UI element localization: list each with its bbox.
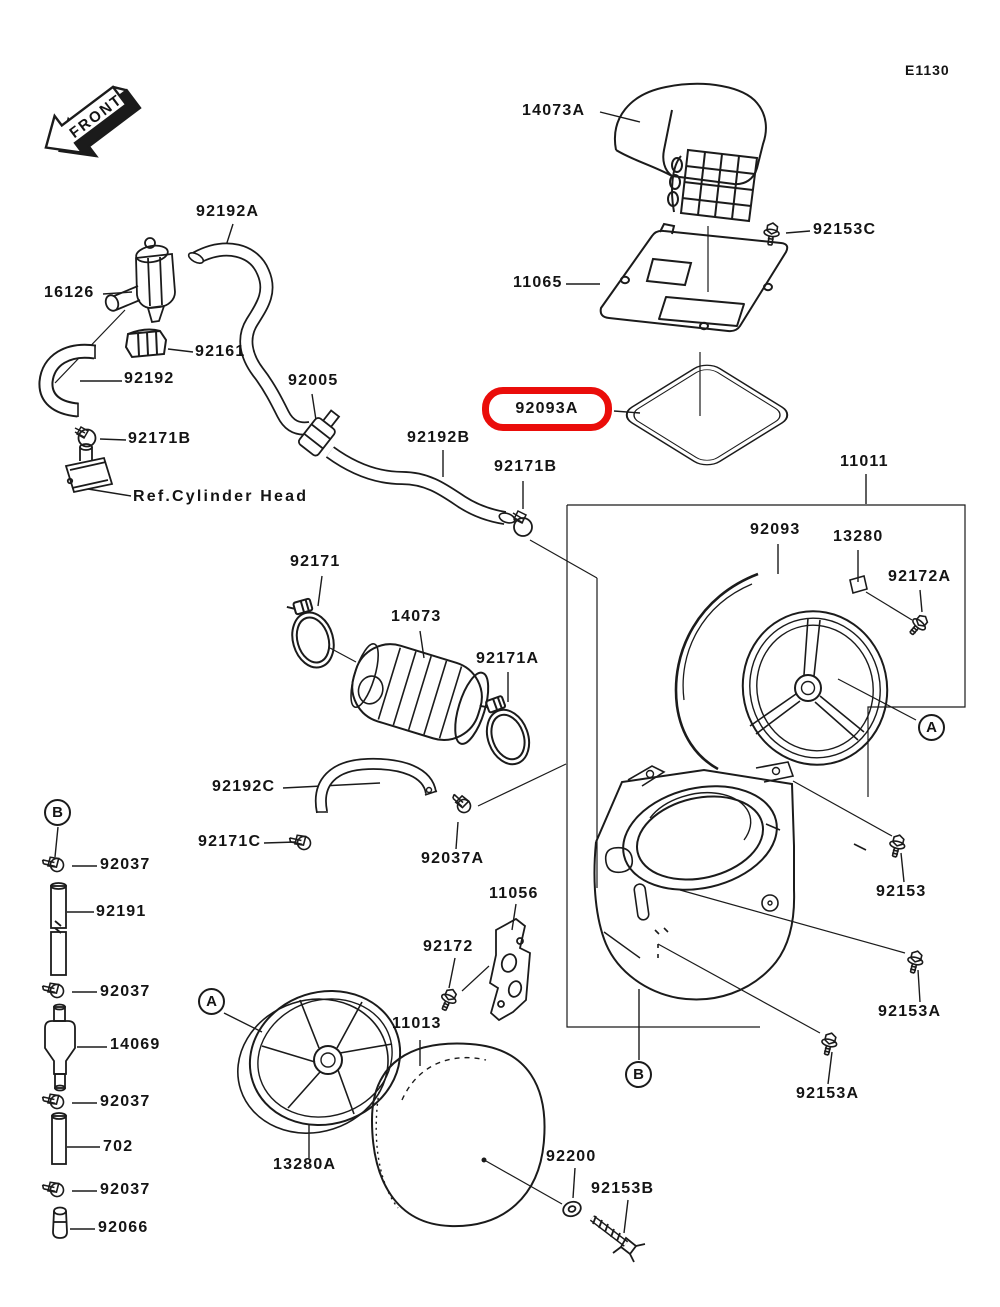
- part-92171-band-clamp: [281, 594, 341, 674]
- part-92037A-clamp-icon: [448, 792, 474, 815]
- part-label-14069: 14069: [110, 1036, 161, 1053]
- part-14069-valve: [44, 1003, 76, 1092]
- part-label-92171C: 92171C: [198, 833, 262, 850]
- part-label-92172: 92172: [423, 938, 474, 955]
- part-label-92171A: 92171A: [476, 650, 540, 667]
- part-label-14073: 14073: [391, 608, 442, 625]
- part-label-92037-2: 92037: [100, 983, 151, 1000]
- ref-cylinder-head-label: Ref.Cylinder Head: [133, 488, 309, 505]
- assembly-bracket-lines: [54, 226, 966, 1205]
- part-92037-clamp-icon-1: [41, 854, 66, 875]
- part-92171B-clamp-upper: [74, 425, 97, 448]
- part-label-92171B-2: 92171B: [494, 458, 558, 475]
- part-13280A-filter-cage: [237, 989, 402, 1134]
- part-11011-housing: [593, 761, 796, 1001]
- part-label-14073A: 14073A: [522, 102, 586, 119]
- part-92191-tube: [50, 882, 67, 976]
- part-14073A-inlet-duct: [614, 82, 767, 223]
- part-92171A-band-clamp: [474, 690, 538, 772]
- part-92200-washer: [562, 1200, 582, 1218]
- part-92093-seal: [674, 572, 759, 771]
- view-marker-A-left: A: [198, 988, 225, 1015]
- part-label-92037-4: 92037: [100, 1181, 151, 1198]
- part-label-92192: 92192: [124, 370, 175, 387]
- part-92037-clamp-icon-2: [41, 980, 66, 1001]
- part-label-92171B-1: 92171B: [128, 430, 192, 447]
- part-label-92171: 92171: [290, 553, 341, 570]
- part-label-11056: 11056: [489, 885, 539, 902]
- part-92005-check-valve: [298, 409, 341, 457]
- part-label-11011: 11011: [840, 453, 889, 470]
- part-92192-elbow-hose: [38, 343, 97, 418]
- part-92093A-gasket: [625, 364, 789, 466]
- part-11065-cover-plate: [599, 222, 789, 333]
- part-label-13280: 13280: [833, 528, 884, 545]
- part-label-92172A: 92172A: [888, 568, 952, 585]
- part-label-92093: 92093: [750, 521, 801, 538]
- part-92153B-bolt: [589, 1215, 646, 1263]
- part-13280-holder: [741, 574, 889, 851]
- part-92037-clamp-icon-3: [41, 1091, 66, 1112]
- selected-part-highlight[interactable]: 92093A: [482, 387, 612, 431]
- part-14073-duct: [350, 643, 490, 745]
- part-92153A-screw-bottom-icon: [818, 1030, 840, 1058]
- part-92172-screw-icon: [436, 985, 461, 1014]
- part-label-92192B: 92192B: [407, 429, 471, 446]
- part-92171B-clamp-lower: [512, 509, 533, 537]
- part-label-92200: 92200: [546, 1148, 597, 1165]
- page-code: E1130: [905, 62, 950, 78]
- part-92037-clamp-icon-4: [41, 1179, 66, 1200]
- part-label-11065: 11065: [513, 274, 563, 291]
- view-marker-B-bottom: B: [625, 1061, 652, 1088]
- part-92153A-screw-right-icon: [904, 948, 926, 976]
- part-92192C-hose: [314, 757, 438, 814]
- part-label-13280A: 13280A: [273, 1156, 337, 1173]
- part-label-92153A-1: 92153A: [878, 1003, 942, 1020]
- part-label-92153C: 92153C: [813, 221, 877, 238]
- ref-cylinder-head-fitting: [64, 443, 114, 494]
- part-label-92093A: 92093A: [515, 400, 579, 417]
- part-label-16126: 16126: [44, 284, 95, 301]
- part-92066-plug: [52, 1206, 68, 1239]
- part-92172A-screw-icon: [904, 611, 933, 640]
- part-label-92153B: 92153B: [591, 1180, 655, 1197]
- part-label-92192A: 92192A: [196, 203, 260, 220]
- part-label-92037A: 92037A: [421, 850, 485, 867]
- part-11056-bracket: [488, 917, 531, 1022]
- part-label-92037-3: 92037: [100, 1093, 151, 1110]
- part-label-92005: 92005: [288, 372, 339, 389]
- part-label-11013: 11013: [392, 1015, 442, 1032]
- part-label-92037-1: 92037: [100, 856, 151, 873]
- part-label-92192C: 92192C: [212, 778, 276, 795]
- view-marker-B-top: B: [44, 799, 71, 826]
- part-702-tube: [51, 1112, 67, 1165]
- part-label-92153A-2: 92153A: [796, 1085, 860, 1102]
- part-16126-valve: [104, 237, 176, 324]
- part-label-92153: 92153: [876, 883, 927, 900]
- view-marker-A-right: A: [918, 714, 945, 741]
- part-label-702: 702: [103, 1138, 134, 1155]
- part-92192B-hose: [325, 446, 516, 525]
- part-92161-nut: [124, 328, 168, 359]
- part-92171C-clamp-icon: [288, 832, 313, 853]
- part-92153-screw-icon: [886, 832, 908, 860]
- leader-lines: [54, 111, 923, 1234]
- part-11013-filter-element: [370, 1042, 546, 1228]
- part-label-92161: 92161: [195, 343, 246, 360]
- part-label-92066: 92066: [98, 1219, 149, 1236]
- part-label-92191: 92191: [96, 903, 147, 920]
- front-direction-arrow: FRONT: [44, 85, 142, 158]
- part-92192A-hose: [187, 242, 312, 436]
